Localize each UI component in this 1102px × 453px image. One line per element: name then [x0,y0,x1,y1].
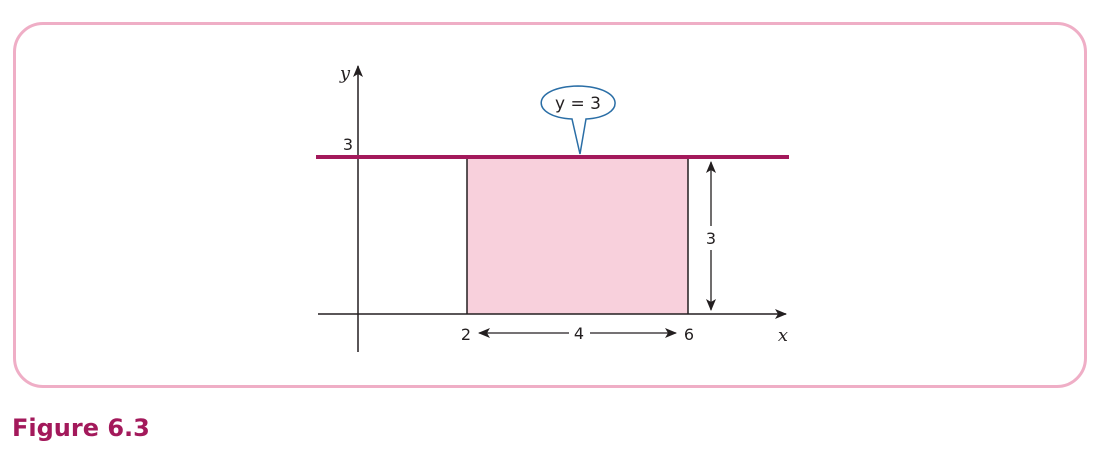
figure-caption: Figure 6.3 [12,414,150,442]
x-tick-6: 6 [684,325,694,344]
callout-label: y = 3 [555,94,601,114]
shaded-region [467,157,688,314]
width-label: 4 [574,324,584,343]
y-tick-3: 3 [343,135,353,154]
x-tick-2: 2 [461,325,471,344]
x-axis-label: x [778,325,788,346]
figure-frame [13,22,1087,388]
y-axis-label: y [339,63,351,84]
height-label: 3 [706,229,716,248]
callout [540,85,616,155]
